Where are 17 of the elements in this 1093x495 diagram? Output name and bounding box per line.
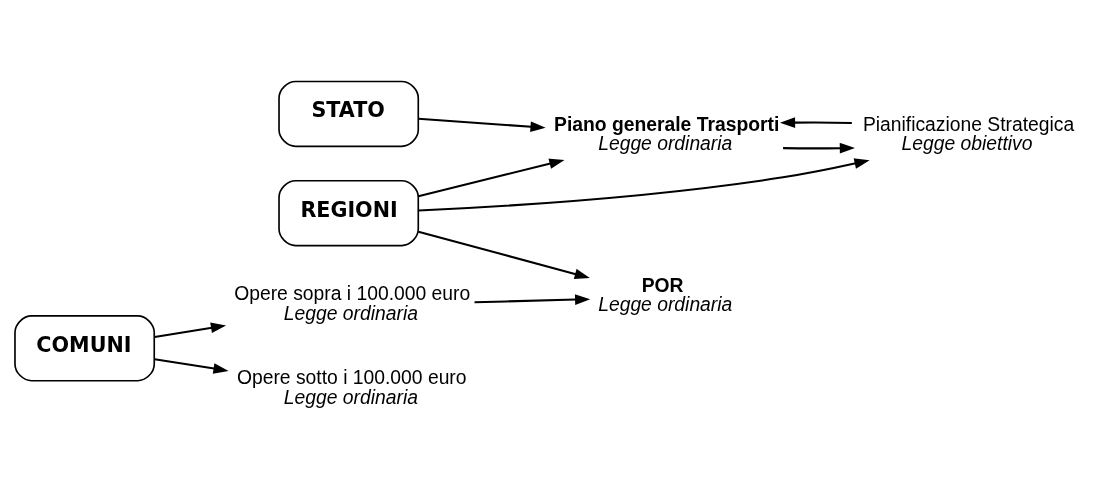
arrow	[783, 142, 855, 154]
node-text: Opere sotto i 100.000 euro Legge ordinaria	[236, 366, 467, 408]
arrow	[418, 230, 590, 279]
node-text: Pianificazione Strategica Legge obiettivo	[862, 113, 1075, 154]
arrow	[474, 293, 591, 305]
arrow	[154, 357, 229, 374]
arrow	[418, 157, 870, 212]
node-text: POR Legge ordinaria	[598, 274, 733, 315]
arrow	[418, 117, 546, 132]
node-box: REGIONI	[278, 179, 420, 246]
node-box: COMUNI	[14, 314, 156, 382]
arrow	[418, 158, 565, 197]
arrow	[154, 322, 227, 338]
node-box: STATO	[278, 80, 420, 147]
node-text: Piano generale Trasporti Legge ordinaria	[554, 113, 780, 154]
node-text: Opere sopra i 100.000 euro Legge ordinaria	[234, 282, 471, 324]
arrow	[779, 116, 852, 128]
